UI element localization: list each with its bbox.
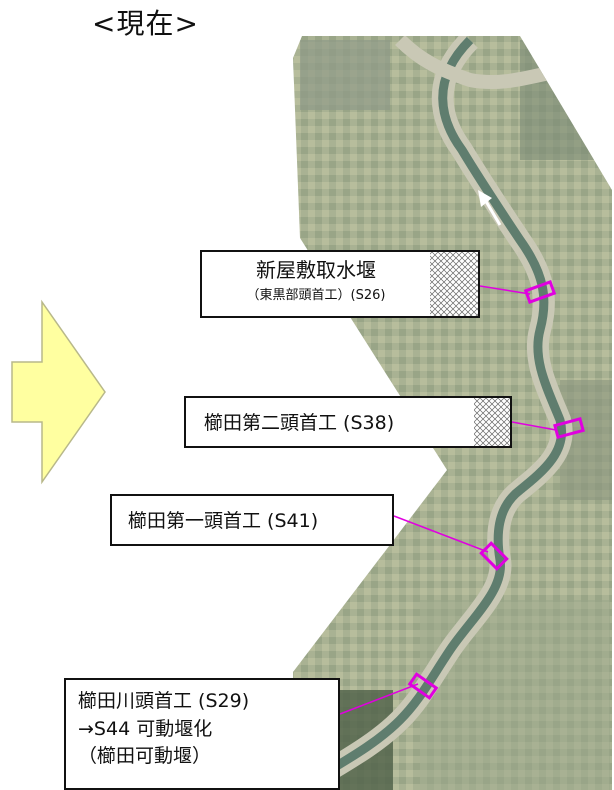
callout-shinyashiki-weir: 新屋敷取水堰 （東黒部頭首工）(S26) xyxy=(200,250,480,318)
callout-line-2: →S44 可動堰化 xyxy=(78,717,213,740)
river xyxy=(327,36,566,774)
weir-marker-2 xyxy=(553,417,585,439)
page-title: <現在> xyxy=(92,7,199,40)
leader-line-3 xyxy=(393,515,489,553)
callout-title: 櫛田第二頭首工 (S38) xyxy=(204,412,395,434)
weir-marker-3 xyxy=(479,541,509,571)
leader-line-1 xyxy=(479,285,531,295)
callout-title: 櫛田第一頭首工 (S41) xyxy=(128,510,319,532)
callout-subtitle: （東黒部頭首工）(S26) xyxy=(246,288,386,303)
callout-line-1: 櫛田川頭首工 (S29) xyxy=(78,690,250,712)
leader-line-4 xyxy=(339,683,419,715)
callout-kushida-second-weir: 櫛田第二頭首工 (S38) xyxy=(184,396,512,448)
callout-title: 新屋敷取水堰 xyxy=(256,258,376,282)
callout-hatch xyxy=(474,398,510,446)
callout-kushida-first-weir: 櫛田第一頭首工 (S41) xyxy=(110,494,394,546)
weir-marker-4 xyxy=(407,672,439,700)
flow-arrowhead xyxy=(478,190,492,207)
callout-line-3: （櫛田可動堰） xyxy=(78,745,212,768)
callout-hatch xyxy=(426,252,478,316)
callout-kushida-river-weir: 櫛田川頭首工 (S29) →S44 可動堰化 （櫛田可動堰） xyxy=(64,678,340,790)
direction-arrow xyxy=(11,299,106,485)
flow-arrow xyxy=(482,197,502,226)
weir-marker-1 xyxy=(523,279,557,305)
leader-line-2 xyxy=(511,421,557,431)
